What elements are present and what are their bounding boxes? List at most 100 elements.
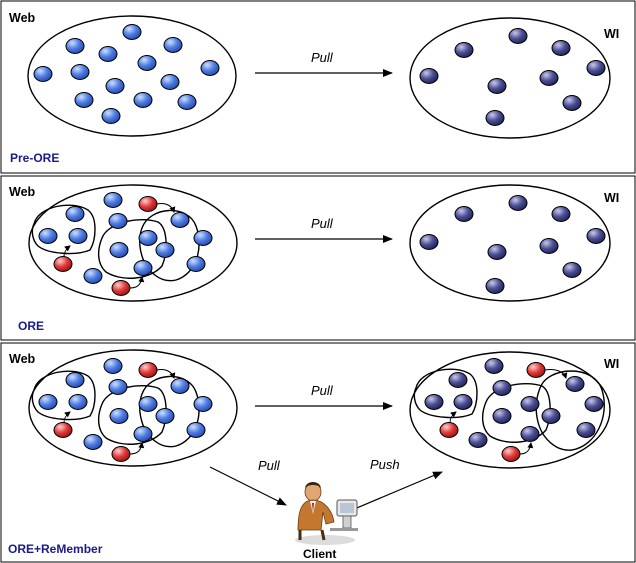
web-node [68, 228, 88, 244]
red-node [111, 446, 131, 462]
aggregation-outline [413, 368, 478, 419]
person-at-computer-icon [295, 482, 358, 545]
web-node [122, 24, 142, 40]
wi-node [520, 396, 540, 412]
web-node [138, 230, 158, 246]
web-node [98, 46, 118, 62]
web-node [68, 394, 88, 410]
web-node [65, 206, 85, 222]
wi-node [586, 60, 606, 76]
web-node [170, 212, 190, 228]
wi-node [487, 78, 507, 94]
red-node [138, 362, 158, 378]
link-arrow [156, 203, 176, 213]
red-node [53, 256, 73, 272]
web-node [109, 242, 129, 258]
pull-label: Pull [311, 216, 334, 231]
wi-node [551, 40, 571, 56]
web-node [155, 242, 175, 258]
wi-nodes [419, 195, 606, 294]
web-node [133, 426, 153, 442]
web-node [160, 74, 180, 90]
web-label: Web [9, 352, 36, 366]
web-link-arrows [63, 369, 176, 455]
web-node [83, 268, 103, 284]
wi-node [419, 68, 439, 84]
web-node [65, 372, 85, 388]
link-arrow [63, 411, 71, 424]
wi-node [520, 426, 540, 442]
wi-node [454, 206, 474, 222]
web-node [186, 256, 206, 272]
web-node [103, 192, 123, 208]
wi-node [419, 234, 439, 250]
web-node [200, 60, 220, 76]
web-node [70, 64, 90, 80]
wi-link-arrows [449, 369, 568, 455]
aggregation-outline [139, 375, 200, 448]
client-push-label: Push [370, 457, 400, 472]
panel-ore-remember: Web WI ORE+ReMember Pull Pull Push [0, 342, 636, 563]
link-arrow [156, 369, 176, 379]
wi-node [485, 110, 505, 126]
web-node [163, 37, 183, 53]
link-arrow [449, 411, 457, 424]
panel-label: ORE [18, 319, 44, 333]
web-node [133, 260, 153, 276]
aggregation-outline [97, 385, 167, 445]
wi-node [539, 238, 559, 254]
wi-node [576, 422, 596, 438]
web-nodes [38, 192, 213, 296]
wi-node [453, 394, 473, 410]
pull-label: Pull [311, 383, 334, 398]
web-node [65, 38, 85, 54]
link-arrow [129, 276, 145, 289]
wi-node [492, 408, 512, 424]
aggregation-outline [31, 204, 96, 255]
wi-node [508, 28, 528, 44]
wi-node [492, 380, 512, 396]
panel-pre-ore: Web WI Pre-ORE Pull [0, 0, 636, 174]
client-body [297, 499, 335, 531]
web-node [193, 230, 213, 246]
web-node [103, 358, 123, 374]
client-push-arrow [351, 471, 443, 511]
client-screen [340, 503, 354, 513]
web-node [186, 422, 206, 438]
client-desk [330, 528, 358, 531]
web-node [83, 434, 103, 450]
wi-nodes [419, 28, 606, 126]
red-node [526, 362, 546, 378]
aggregation-outline [139, 209, 200, 282]
web-node [33, 66, 53, 82]
web-nodes [33, 24, 220, 124]
link-arrow [63, 245, 71, 258]
client-tower [342, 515, 352, 529]
web-node [133, 92, 153, 108]
link-arrow [544, 369, 568, 379]
client-label: Client [303, 547, 336, 561]
wi-node [454, 42, 474, 58]
wi-node [562, 95, 582, 111]
wi-label: WI [604, 27, 619, 41]
web-node [155, 408, 175, 424]
wi-label: WI [604, 357, 619, 371]
web-node [193, 396, 213, 412]
web-label: Web [9, 185, 36, 199]
wi-node [539, 70, 559, 86]
web-node [137, 55, 157, 71]
wi-node [487, 244, 507, 260]
client-shadow [295, 535, 355, 545]
client-pull-arrow [209, 466, 287, 506]
web-node [38, 228, 58, 244]
link-arrows [63, 203, 176, 289]
red-node [138, 196, 158, 212]
client-hair [305, 482, 321, 488]
web-nodes [38, 358, 213, 462]
wi-node [468, 432, 488, 448]
panel-label: Pre-ORE [10, 151, 59, 165]
web-node [109, 408, 129, 424]
red-node [439, 422, 459, 438]
